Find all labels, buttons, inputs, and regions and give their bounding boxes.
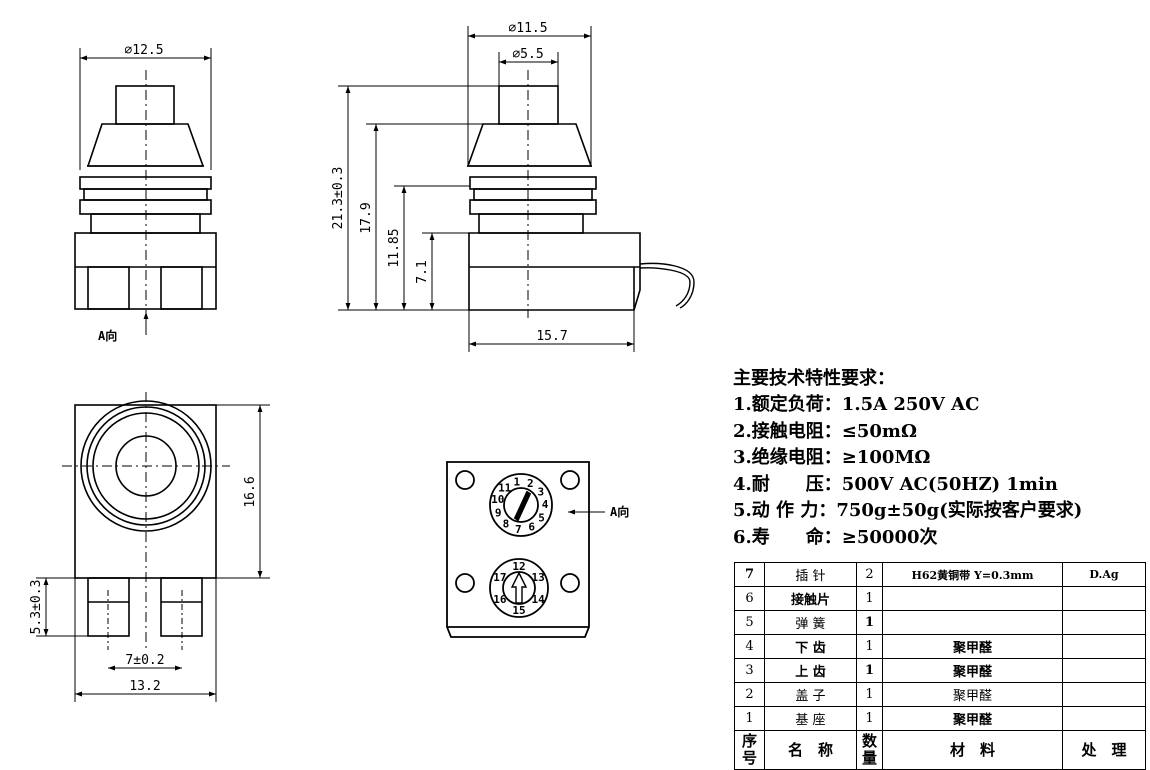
part-no: 5 [734,610,765,635]
part-qty: 1 [856,586,883,611]
dim-d12-5: ⌀12.5 [124,43,163,58]
table-row: 3 上 齿 1 聚甲醛 [734,658,1146,683]
dial-number: 2 [527,477,534,490]
part-no: 1 [734,706,765,731]
part-treatment [1062,682,1146,707]
dial-number: 12 [512,560,525,573]
dim-15-7: 15.7 [536,329,567,344]
spec-item-6: 6.寿 命：≥50000次 [733,526,938,548]
bottom-view [446,461,605,638]
spec-item-2: 2.接触电阻：≤50mΩ [733,420,917,442]
dial-number: 1 [513,475,520,488]
part-name: 基 座 [764,706,857,731]
table-header: 序号 名 称 数量 材 料 处 理 [734,730,1146,770]
table-row: 6 接触片 1 [734,586,1146,611]
part-treatment [1062,634,1146,659]
part-material [882,610,1063,635]
dial-number: 10 [491,493,504,506]
spec-heading: 主要技术特性要求： [733,368,895,389]
part-name: 上 齿 [764,658,857,683]
part-treatment [1062,610,1146,635]
part-material [882,586,1063,611]
spec-item-3: 3.绝缘电阻：≥100MΩ [733,447,931,469]
part-name: 插 针 [764,562,857,587]
spec-item-1: 1.额定负荷：1.5A 250V AC [733,394,980,415]
part-no: 2 [734,682,765,707]
dial-number: 3 [537,485,544,498]
top-view [36,392,270,702]
side-view [338,26,695,352]
part-name: 盖 子 [764,682,857,707]
dim-d5-5: ⌀5.5 [512,47,543,62]
dim-21-3: 21.3±0.3 [331,167,346,230]
part-no: 4 [734,634,765,659]
technical-requirements: 主要技术特性要求： 1.额定负荷：1.5A 250V AC 2.接触电阻：≤50… [733,366,1143,552]
dim-7: 7±0.2 [125,653,164,668]
dial-number: 6 [528,521,535,534]
dim-13-2: 13.2 [129,679,160,694]
dim-17-9: 17.9 [359,202,374,233]
part-material: 聚甲醛 [882,658,1063,683]
dial-number: 7 [515,523,522,536]
dial-number: 15 [512,604,525,617]
dial-number: 14 [531,593,545,606]
dial-number: 8 [503,518,510,531]
part-qty: 1 [856,610,883,635]
spec-item-4: 4.耐 压：500V AC(50HZ) 1min [733,473,1058,495]
part-treatment [1062,658,1146,683]
part-no: 3 [734,658,765,683]
part-treatment: D.Ag [1062,562,1146,587]
part-treatment [1062,706,1146,731]
part-name: 弹 簧 [764,610,857,635]
part-no: 7 [734,562,765,587]
dim-d11-5: ⌀11.5 [508,21,547,36]
part-qty: 1 [856,706,883,731]
part-material: 聚甲醛 [882,682,1063,707]
header-material: 材 料 [882,730,1063,770]
part-name: 下 齿 [764,634,857,659]
part-treatment [1062,586,1146,611]
part-qty: 1 [856,682,883,707]
header-no: 序号 [734,730,765,770]
view-a-label-right: A向 [610,504,629,519]
header-qty: 数量 [856,730,883,770]
header-name: 名 称 [764,730,857,770]
part-qty: 1 [856,634,883,659]
front-view [74,48,217,335]
dial-number: 5 [538,511,545,524]
dial-number: 11 [498,481,512,494]
dim-5-3: 5.3±0.3 [29,580,44,635]
dim-11-85: 11.85 [387,228,402,267]
dial-number: 9 [495,507,502,520]
dial-bottom-numbers: 12 13 14 15 16 17 [493,560,545,617]
parts-table: 7 插 针 2 H62黄铜带 Y=0.3mm D.Ag 6 接触片 1 5 弹 … [734,562,1146,770]
dial-number: 13 [531,571,544,584]
table-row: 1 基 座 1 聚甲醛 [734,706,1146,731]
part-material: 聚甲醛 [882,634,1063,659]
dial-number: 4 [542,498,549,511]
dim-7-1: 7.1 [415,260,430,283]
spec-item-5: 5.动 作 力：750g±50g(实际按客户要求) [733,500,1083,522]
dial-number: 17 [493,571,506,584]
part-qty: 1 [856,658,883,683]
part-material: 聚甲醛 [882,706,1063,731]
dim-16-6: 16.6 [243,476,258,507]
table-row: 7 插 针 2 H62黄铜带 Y=0.3mm D.Ag [734,562,1146,587]
header-treatment: 处 理 [1062,730,1146,770]
dial-number: 16 [493,593,507,606]
part-no: 6 [734,586,765,611]
table-row: 2 盖 子 1 聚甲醛 [734,682,1146,707]
part-qty: 2 [856,562,883,587]
table-row: 4 下 齿 1 聚甲醛 [734,634,1146,659]
table-row: 5 弹 簧 1 [734,610,1146,635]
part-material: H62黄铜带 Y=0.3mm [882,562,1063,587]
part-name: 接触片 [764,586,857,611]
view-a-label: A向 [98,328,117,343]
